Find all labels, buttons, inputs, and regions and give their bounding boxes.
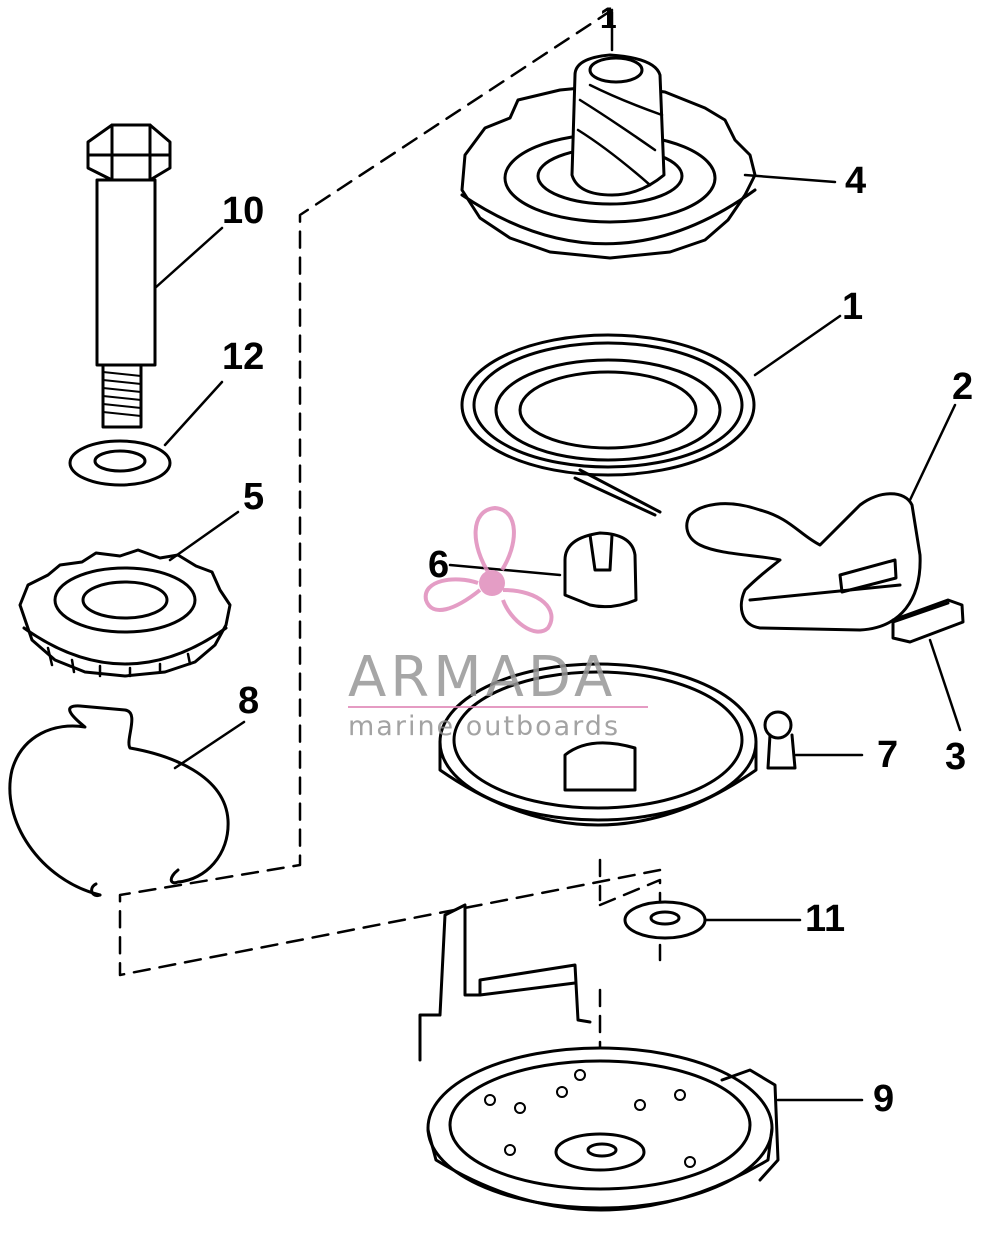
callout-3: 3 [945,736,967,778]
callout-5: 5 [243,476,265,518]
callout-8: 8 [238,680,260,722]
callout-1-top: 1 [600,2,617,35]
callout-2: 2 [952,366,974,408]
watermark-divider [348,706,648,708]
watermark-tagline: marine outboards [348,711,621,742]
part-spring-clip [8,704,230,898]
propeller-icon [423,505,554,634]
callout-7: 7 [877,734,899,776]
watermark-name: ARMADA [348,645,617,710]
part-bolt [86,123,172,429]
leader-lines [153,10,962,1102]
callout-10: 10 [222,190,265,232]
part-starter-handle [685,492,922,632]
part-pawl [563,531,638,609]
part-rope-housing [438,662,797,827]
part-base-housing [418,903,780,1212]
part-washer-small [623,900,707,940]
part-starter-pulley [460,53,757,260]
callout-4: 4 [845,160,867,202]
callout-6: 6 [428,544,450,586]
part-handle-insert [891,598,965,644]
callout-12: 12 [222,336,265,378]
callout-1: 1 [842,286,864,328]
part-pinion-gear [18,548,232,678]
callout-9: 9 [873,1078,895,1120]
part-rewind-spring [460,333,756,517]
part-washer-large [68,439,172,487]
callout-11: 11 [805,898,846,940]
